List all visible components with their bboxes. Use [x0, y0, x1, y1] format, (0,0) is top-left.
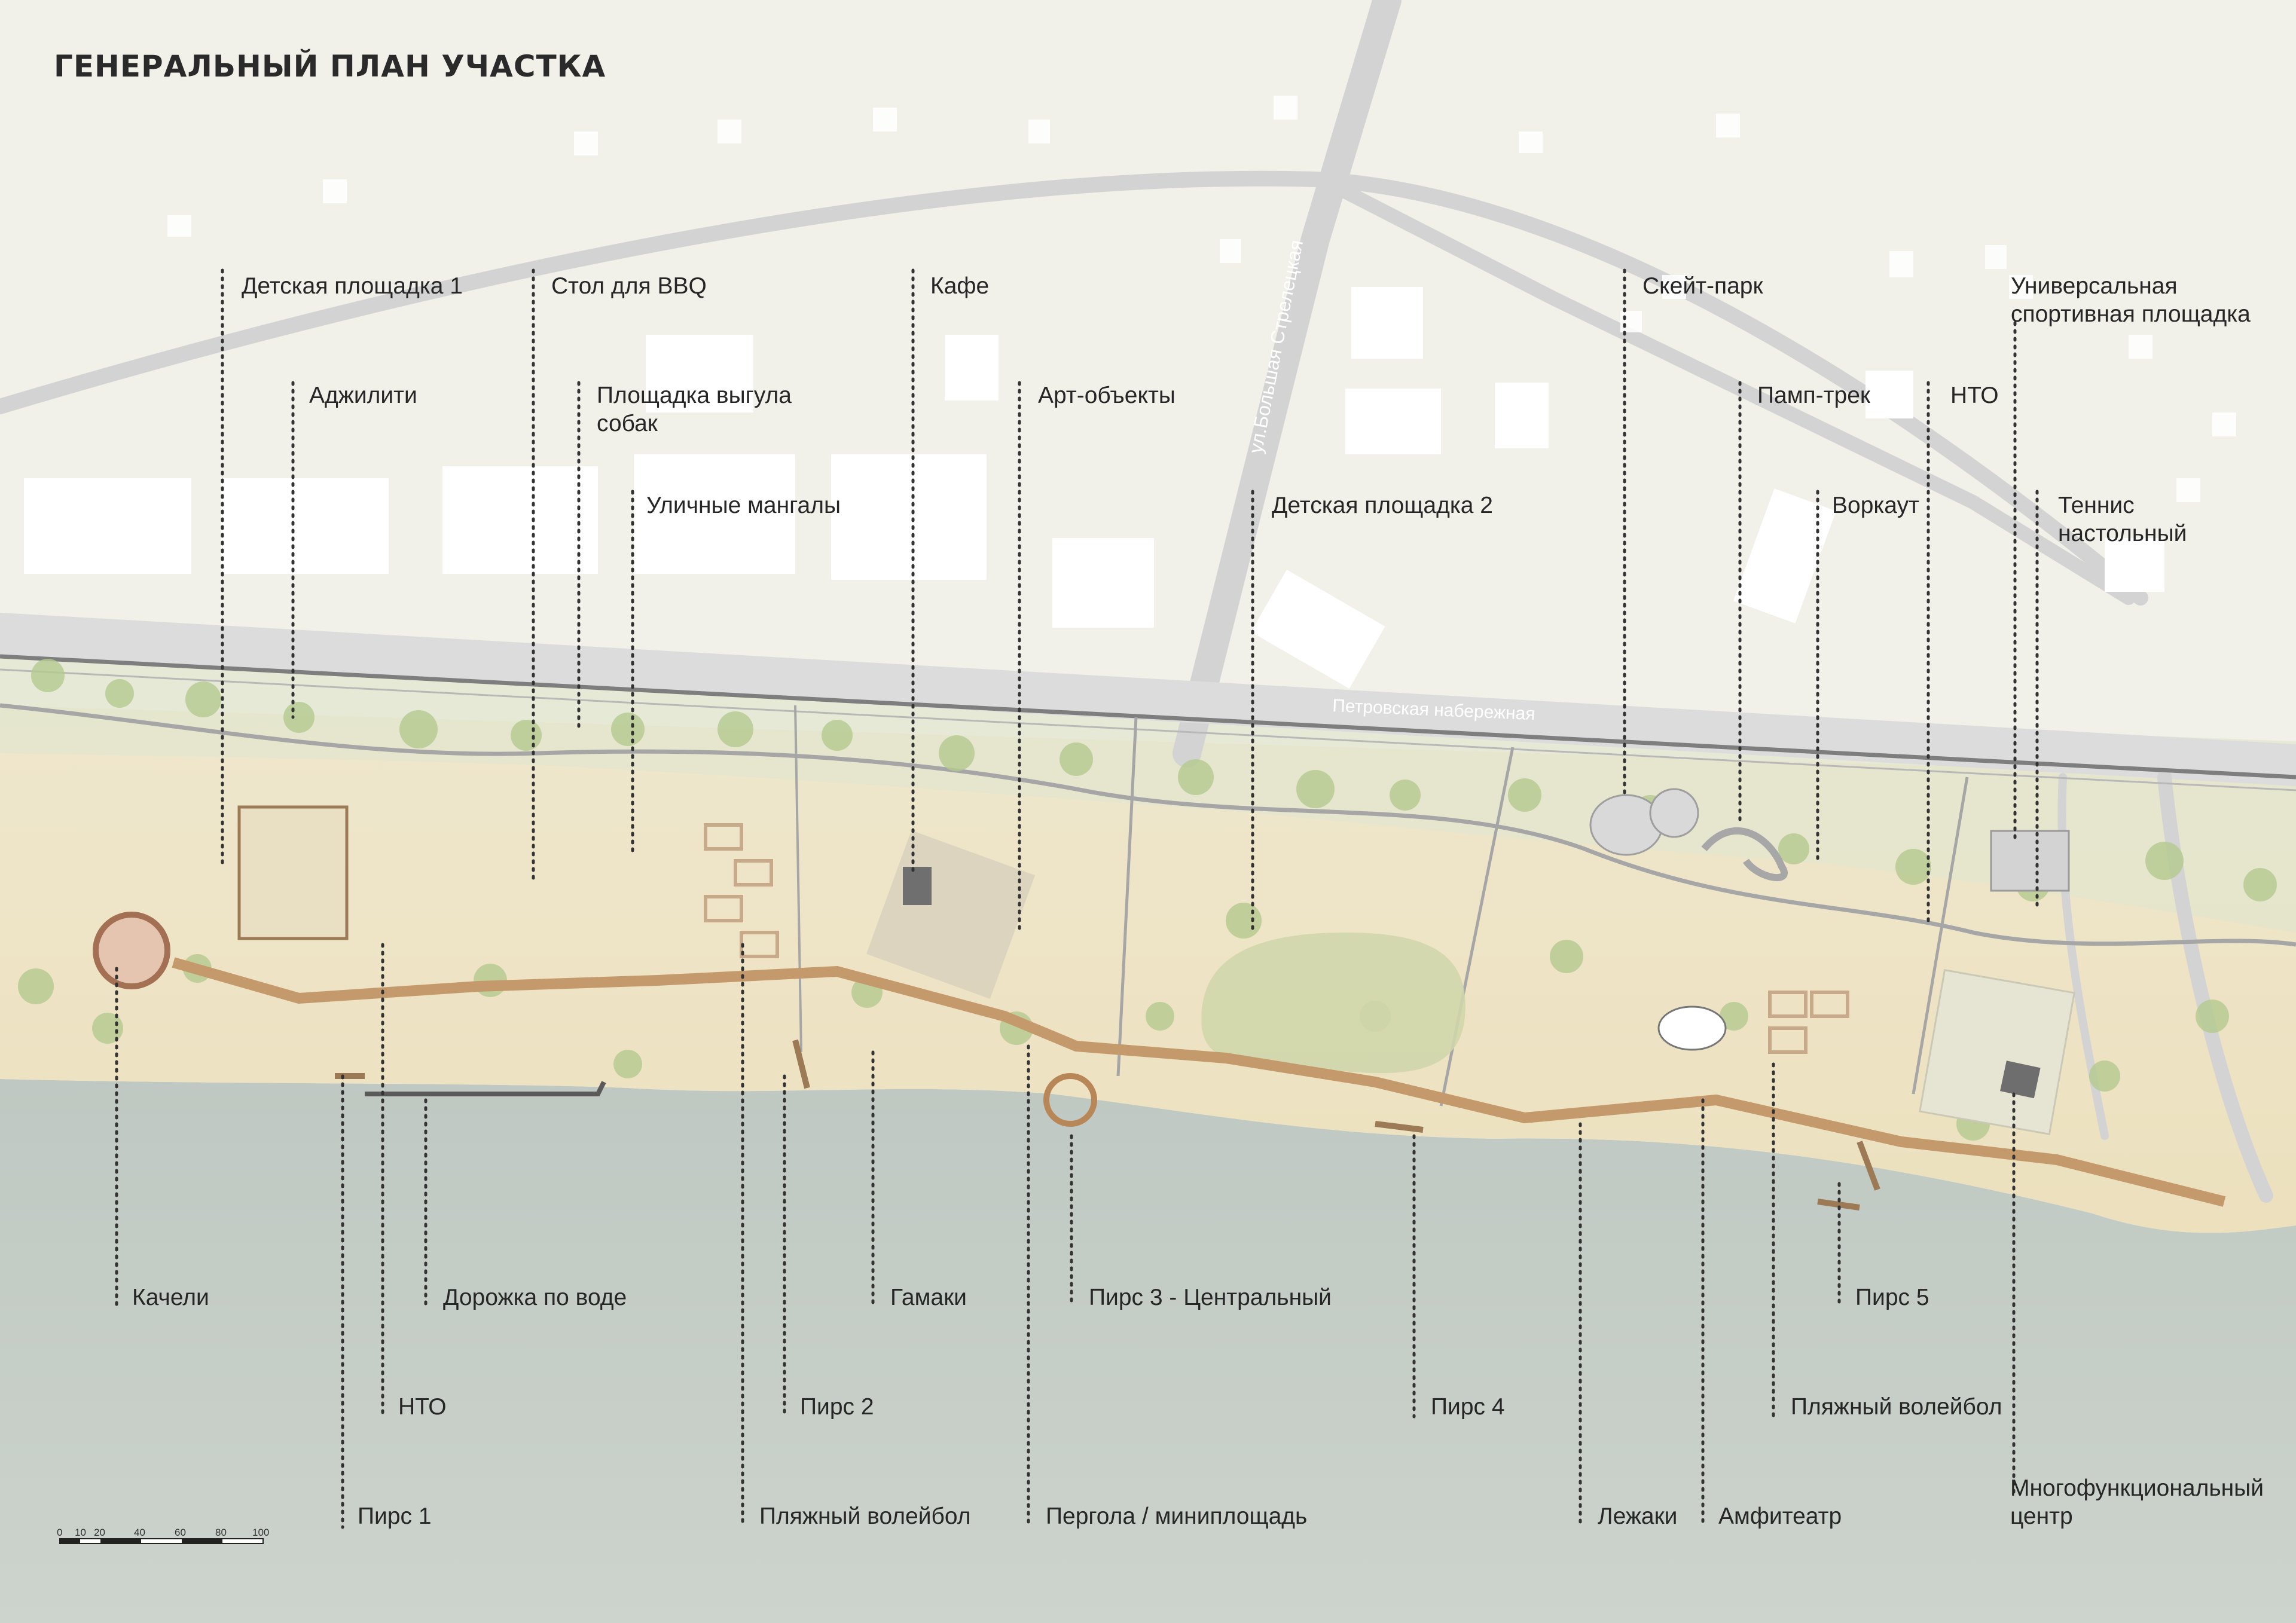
scale-tick-0: 0	[57, 1527, 63, 1538]
label-childrens-playground-1: Детская площадка 1	[242, 273, 463, 299]
scale-tick-100: 100	[252, 1527, 270, 1538]
label-skate-park: Скейт-парк	[1642, 273, 1763, 299]
amphitheater	[1657, 1005, 1727, 1051]
scale-tick-10: 10	[75, 1527, 86, 1538]
label-sports-ground: Универсальная спортивная площадка	[2011, 272, 2251, 328]
piers	[335, 1039, 1880, 1211]
pump-track	[1701, 827, 1788, 882]
label-bbq-table: Стол для BBQ	[551, 273, 707, 299]
label-pier-1: Пирс 1	[358, 1503, 432, 1529]
park-paths	[0, 703, 2296, 1107]
skate-park	[1589, 788, 1699, 856]
river	[0, 1079, 2296, 1623]
scale-tick-80: 80	[215, 1527, 227, 1538]
label-dog-area-line-1: Площадка выгула	[597, 383, 792, 408]
label-pump-track: Памп-трек	[1757, 383, 1870, 408]
pergola-round	[1043, 1073, 1097, 1127]
label-dog-area: Площадка выгула собак	[597, 381, 792, 438]
label-pergola: Пергола / миниплощадь	[1046, 1503, 1308, 1529]
label-dog-area-line-2: собак	[597, 411, 658, 436]
swings-round	[93, 912, 170, 989]
label-nto-bottom: НТО	[398, 1394, 447, 1420]
label-pier-2: Пирс 2	[800, 1394, 874, 1420]
label-agility: Аджилити	[309, 383, 417, 408]
buildings	[24, 287, 2164, 689]
label-workout: Воркаут	[1832, 493, 1919, 518]
sports-ground	[1919, 968, 2075, 1136]
label-street-grills: Уличные мангалы	[646, 493, 841, 518]
page-title: ГЕНЕРАЛЬНЫЙ ПЛАН УЧАСТКА	[54, 49, 606, 84]
volleyball-courts	[704, 823, 1849, 1054]
label-multifunctional-line-2: центр	[2010, 1503, 2073, 1529]
scale-tick-40: 40	[134, 1527, 145, 1538]
multifunctional-building	[2000, 1060, 2041, 1099]
playground-1-area	[237, 805, 349, 940]
water-path-walk	[365, 1081, 606, 1096]
label-sports-ground-line-1: Универсальная	[2011, 273, 2178, 299]
scale-tick-20: 20	[94, 1527, 105, 1538]
label-pier-4: Пирс 4	[1431, 1394, 1505, 1420]
label-beach-volleyball-2: Пляжный волейбол	[1791, 1394, 2002, 1420]
label-pier-5: Пирс 5	[1855, 1285, 1929, 1310]
small-houses	[167, 96, 2236, 502]
label-multifunctional-line-1: Многофункциональный	[2010, 1475, 2264, 1501]
label-hammocks: Гамаки	[890, 1285, 967, 1310]
label-cafe: Кафе	[930, 273, 990, 299]
label-sports-ground-line-2: спортивная площадка	[2011, 301, 2251, 327]
label-multifunctional-center: Многофункциональный центр	[2010, 1474, 2264, 1530]
label-pier-3: Пирс 3 - Центральный	[1089, 1285, 1332, 1310]
label-table-tennis: Теннис настольный	[2058, 491, 2187, 548]
scale-bar	[59, 1538, 264, 1544]
sports-court	[1990, 830, 2070, 892]
label-amphitheater: Амфитеатр	[1718, 1503, 1842, 1529]
leader-lines	[115, 268, 2039, 1529]
playground-2-area	[1201, 933, 1465, 1074]
label-beach-volleyball-1: Пляжный волейбол	[759, 1503, 971, 1529]
cafe-building	[903, 867, 932, 905]
label-loungers: Лежаки	[1598, 1503, 1678, 1529]
label-childrens-playground-2: Детская площадка 2	[1272, 493, 1493, 518]
label-water-path: Дорожка по воде	[443, 1285, 627, 1310]
label-table-tennis-line-1: Теннис	[2058, 493, 2135, 518]
label-art-objects: Арт-объекты	[1038, 383, 1176, 408]
roads	[0, 0, 2296, 1203]
embankment-road-line-2	[0, 668, 2296, 791]
label-table-tennis-line-2: настольный	[2058, 521, 2187, 546]
label-swings: Качели	[132, 1285, 209, 1310]
embankment-road-line	[0, 654, 2296, 780]
label-nto-top: НТО	[1950, 383, 1999, 408]
scale-tick-60: 60	[175, 1527, 186, 1538]
boardwalk	[172, 957, 2226, 1207]
